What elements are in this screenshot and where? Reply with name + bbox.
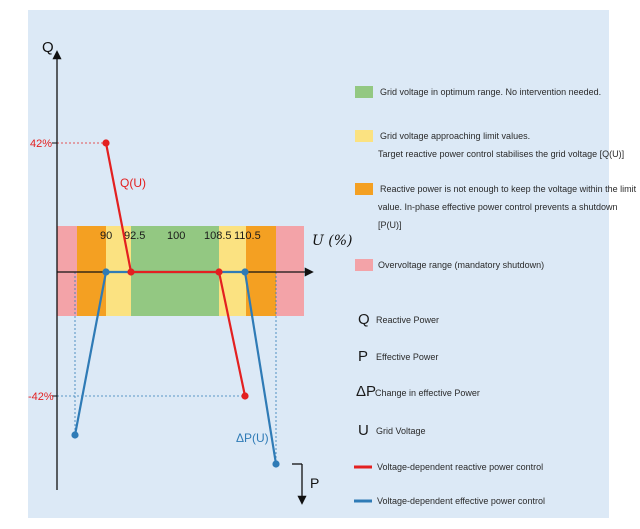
reactive-power-point — [215, 268, 223, 276]
legend-zone-orange-line3: [P(U)] — [378, 220, 402, 230]
legend-line-blue-text: Voltage-dependent effective power contro… — [377, 496, 545, 506]
legend-symbol-u: U — [358, 422, 369, 439]
legend-symbol-p: P — [358, 348, 368, 365]
legend-symbol-q: Q — [358, 311, 370, 328]
legend-symbol-delta-p: ΔP — [356, 383, 376, 400]
effective-power-point — [71, 431, 79, 439]
legend-zone-orange-line1: Reactive power is not enough to keep the… — [380, 184, 637, 194]
legend-zone-yellow-line1: Grid voltage approaching limit values. — [380, 131, 530, 141]
legend-swatch-yellow — [355, 130, 373, 142]
reactive-power-line — [104, 142, 247, 397]
legend-zone-green-line1: Grid voltage in optimum range. No interv… — [380, 87, 601, 97]
voltage-tick-100: 100 — [167, 230, 185, 242]
q-pos-tick-label: 42% — [30, 138, 52, 150]
effective-power-point — [272, 460, 280, 468]
legend-symbol-q-text: Reactive Power — [376, 315, 439, 325]
legend-zones: Grid voltage in optimum range. No interv… — [355, 86, 637, 271]
legend-lines: Voltage-dependent reactive power control… — [354, 462, 545, 506]
zone-pink-right — [276, 226, 304, 316]
legend-symbol-delta-p-text: Change in effective Power — [375, 388, 480, 398]
effective-power-point — [241, 268, 249, 276]
zone-pink-left — [57, 226, 77, 316]
voltage-ticks: 90 92.5 100 108.5 110.5 — [100, 230, 261, 242]
legend-swatch-pink — [355, 259, 373, 271]
reactive-curve-label: Q(U) — [120, 176, 146, 190]
legend-symbols: Q Reactive Power P Effective Power ΔP Ch… — [356, 311, 480, 439]
reactive-power-point — [127, 268, 135, 276]
voltage-tick-108-5: 108.5 — [204, 230, 232, 242]
voltage-tick-92-5: 92.5 — [124, 230, 145, 242]
effective-power-point — [102, 268, 110, 276]
legend-swatch-orange — [355, 183, 373, 195]
reactive-power-curve — [102, 139, 249, 400]
legend-line-red-text: Voltage-dependent reactive power control — [377, 462, 543, 472]
q-neg-tick-label: -42% — [28, 391, 54, 403]
legend-symbol-u-text: Grid Voltage — [376, 426, 426, 436]
zone-orange-right — [246, 226, 276, 316]
p-axis-label: P — [310, 475, 319, 491]
guide-lines — [57, 142, 277, 464]
legend-swatch-green — [355, 86, 373, 98]
effective-curve-label: ΔP(U) — [236, 431, 269, 445]
voltage-tick-90: 90 — [100, 230, 112, 242]
legend-symbol-p-text: Effective Power — [376, 352, 438, 362]
legend-zone-pink-line1: Overvoltage range (mandatory shutdown) — [378, 260, 544, 270]
reactive-power-point — [102, 139, 110, 147]
legend-zone-yellow-line2: Target reactive power control stabilises… — [378, 149, 624, 159]
u-axis-label: U (%) — [312, 233, 352, 249]
reactive-power-point — [241, 392, 249, 400]
legend-zone-orange-line2: value. In-phase effective power control … — [378, 202, 617, 212]
voltage-tick-110-5: 110.5 — [234, 230, 261, 242]
q-axis-label: Q — [42, 39, 54, 56]
